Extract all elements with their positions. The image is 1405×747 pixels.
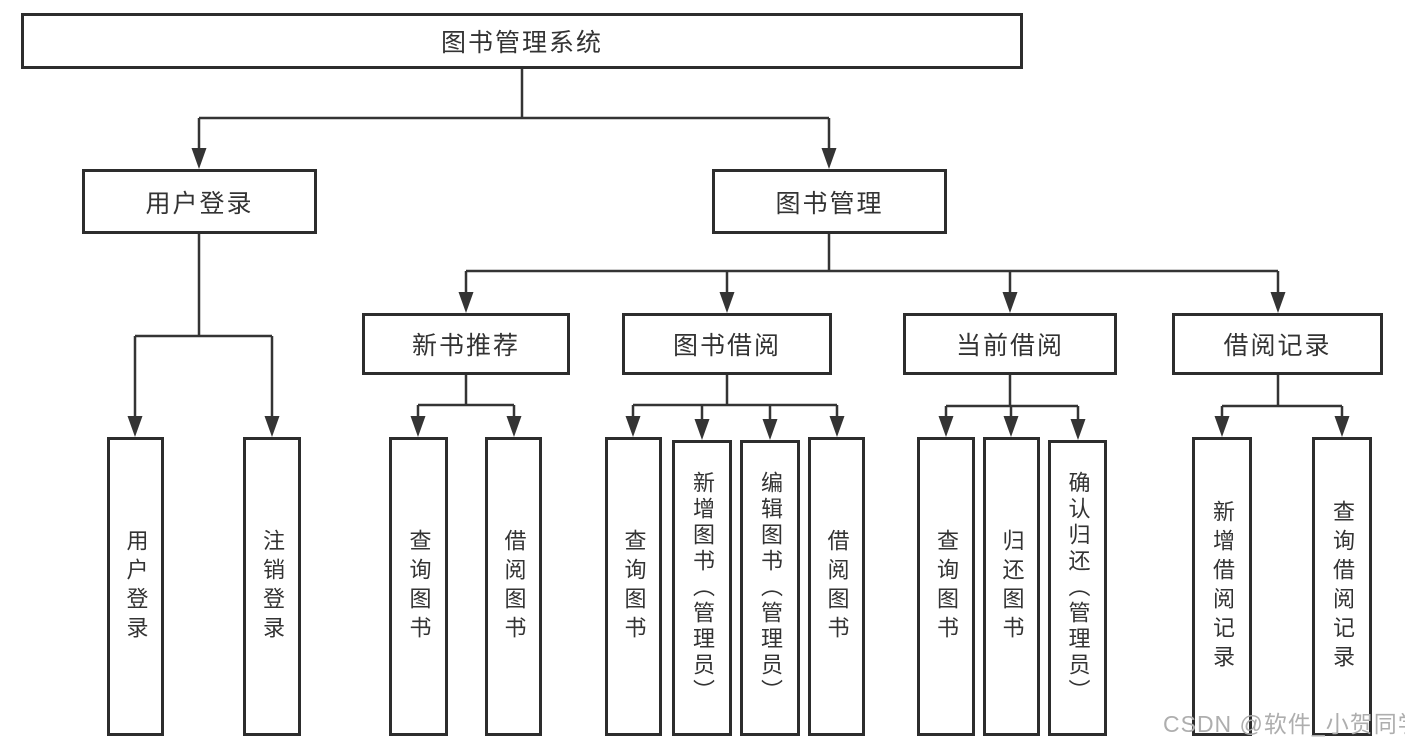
leaf-return-books: 归还图书	[983, 437, 1040, 736]
leaf-user-login: 用户登录	[107, 437, 164, 736]
arrow-to-book-management	[821, 118, 837, 169]
leaf-edit-books-admin: 编辑图书（管理员）	[740, 440, 800, 736]
node-user-login: 用户登录	[82, 169, 317, 234]
node-borrow-records: 借阅记录	[1172, 313, 1383, 375]
trunk-borrow-records-to-leaves	[1222, 375, 1342, 408]
trunk-user-login-to-leaves	[135, 234, 272, 338]
node-book-management: 图书管理	[712, 169, 947, 234]
arrow-to-user-login	[191, 118, 207, 169]
leaf-add-books-admin: 新增图书（管理员）	[672, 440, 732, 736]
arrow-to-leaf-add-borrow-record	[1214, 406, 1230, 437]
leaf-query-books-borrow: 查询图书	[605, 437, 662, 736]
arrow-to-leaf-user-login	[127, 336, 143, 437]
leaf-confirm-return-admin: 确认归还（管理员）	[1048, 440, 1107, 736]
leaf-query-borrow-record-label: 查询借阅记录	[1330, 499, 1355, 674]
arrow-to-leaf-edit-books	[762, 405, 778, 440]
leaf-user-login-label: 用户登录	[123, 528, 149, 645]
leaf-add-borrow-record-label: 新增借阅记录	[1210, 499, 1235, 674]
arrow-to-book-borrow	[719, 271, 735, 313]
arrow-to-leaf-borrow-books-recommend	[506, 405, 522, 437]
arrow-to-current-borrow	[1002, 271, 1018, 313]
arrow-to-leaf-query-books-recommend	[410, 405, 426, 437]
leaf-confirm-return-admin-label: 确认归还（管理员）	[1065, 471, 1091, 705]
leaf-query-books-current: 查询图书	[917, 437, 975, 736]
csdn-watermark: CSDN @软件_小贺同学	[1163, 711, 1405, 737]
arrow-to-leaf-query-books-borrow	[625, 405, 641, 437]
node-current-borrow: 当前借阅	[903, 313, 1117, 375]
leaf-add-books-admin-label: 新增图书（管理员）	[690, 471, 715, 705]
leaf-query-books-recommend-label: 查询图书	[406, 528, 432, 645]
arrow-to-borrow-records	[1270, 271, 1286, 313]
arrow-to-new-book-recommend	[458, 271, 474, 313]
leaf-borrow-books-recommend-label: 借阅图书	[501, 528, 527, 645]
leaf-borrow-books-label: 借阅图书	[824, 528, 850, 645]
leaf-query-books-borrow-label: 查询图书	[621, 528, 647, 645]
arrow-to-leaf-query-books-current	[938, 406, 954, 437]
leaf-query-borrow-record: 查询借阅记录	[1312, 437, 1372, 736]
leaf-edit-books-admin-label: 编辑图书（管理员）	[758, 471, 783, 705]
node-new-book-recommend: 新书推荐	[362, 313, 570, 375]
arrow-to-leaf-query-borrow-record	[1334, 406, 1350, 437]
node-root: 图书管理系统	[21, 13, 1023, 69]
leaf-query-books-recommend: 查询图书	[389, 437, 448, 736]
trunk-root-to-level2	[199, 68, 829, 120]
leaf-logout: 注销登录	[243, 437, 301, 736]
leaf-add-borrow-record: 新增借阅记录	[1192, 437, 1252, 736]
trunk-book-management-to-level3	[466, 234, 1278, 273]
leaf-borrow-books: 借阅图书	[808, 437, 865, 736]
arrow-to-leaf-logout	[264, 336, 280, 437]
node-book-borrow: 图书借阅	[622, 313, 832, 375]
leaf-return-books-label: 归还图书	[999, 528, 1025, 645]
trunk-new-book-to-leaves	[418, 375, 514, 407]
trunk-current-borrow-to-leaves	[946, 375, 1078, 408]
arrow-to-leaf-return-books	[1003, 406, 1019, 437]
leaf-borrow-books-recommend: 借阅图书	[485, 437, 542, 736]
arrow-to-leaf-add-books	[694, 405, 710, 440]
arrow-to-leaf-confirm-return	[1070, 406, 1086, 440]
arrow-to-leaf-borrow-books	[829, 405, 845, 437]
leaf-query-books-current-label: 查询图书	[934, 528, 959, 645]
trunk-book-borrow-to-leaves	[633, 375, 837, 407]
leaf-logout-label: 注销登录	[260, 528, 285, 645]
